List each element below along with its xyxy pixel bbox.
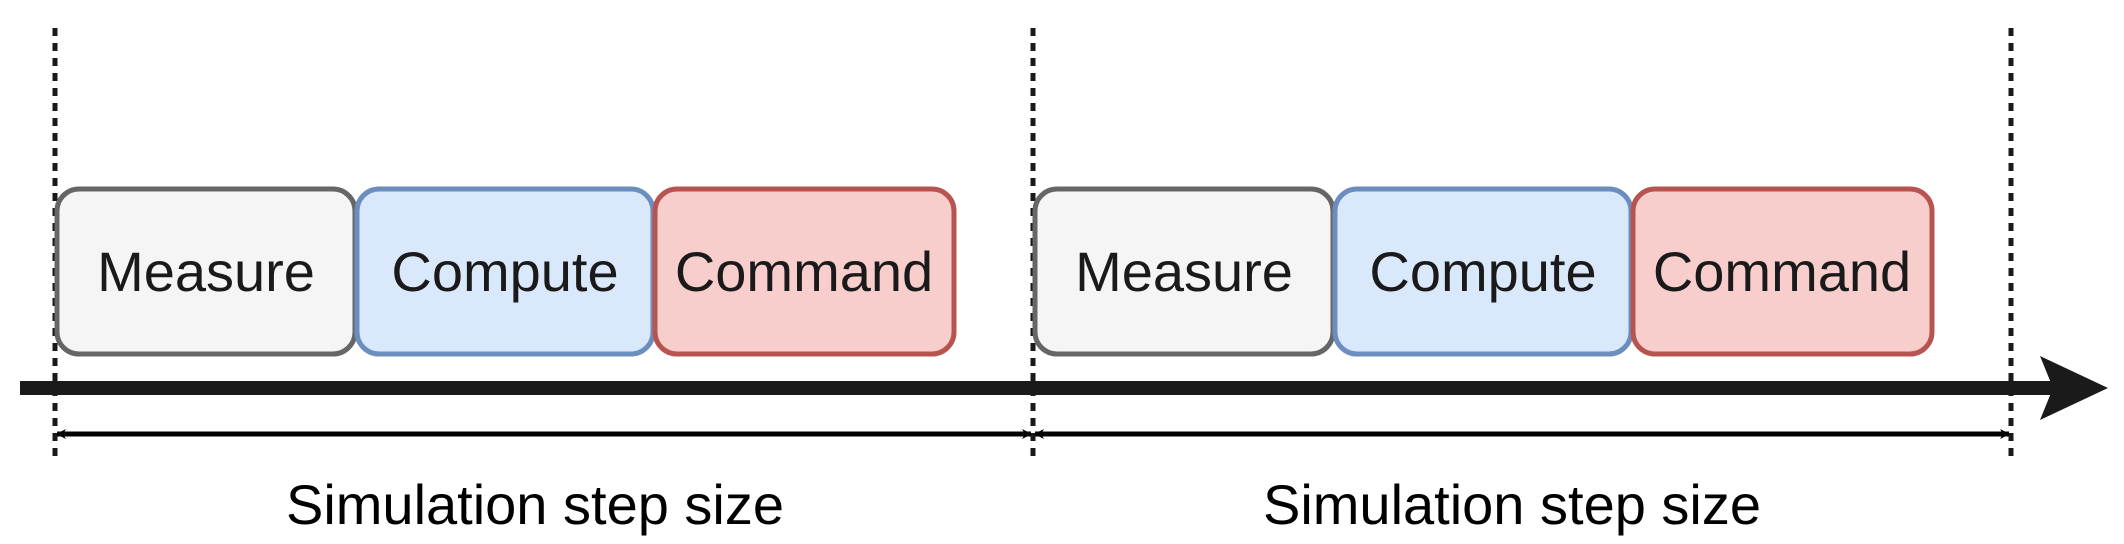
command-box-1 bbox=[652, 186, 957, 357]
step-size-label-2: Simulation step size bbox=[1263, 473, 1761, 536]
compute-label-2: Compute bbox=[1369, 240, 1596, 303]
measure-label-1: Measure bbox=[97, 240, 315, 303]
time-axis-arrowhead bbox=[2040, 356, 2108, 420]
command-box-2 bbox=[1630, 186, 1935, 357]
compute-label-1: Compute bbox=[391, 240, 618, 303]
command-label-1: Command bbox=[675, 240, 933, 303]
command-label-2: Command bbox=[1653, 240, 1911, 303]
measure-label-2: Measure bbox=[1075, 240, 1293, 303]
step-size-label-1: Simulation step size bbox=[286, 473, 784, 536]
